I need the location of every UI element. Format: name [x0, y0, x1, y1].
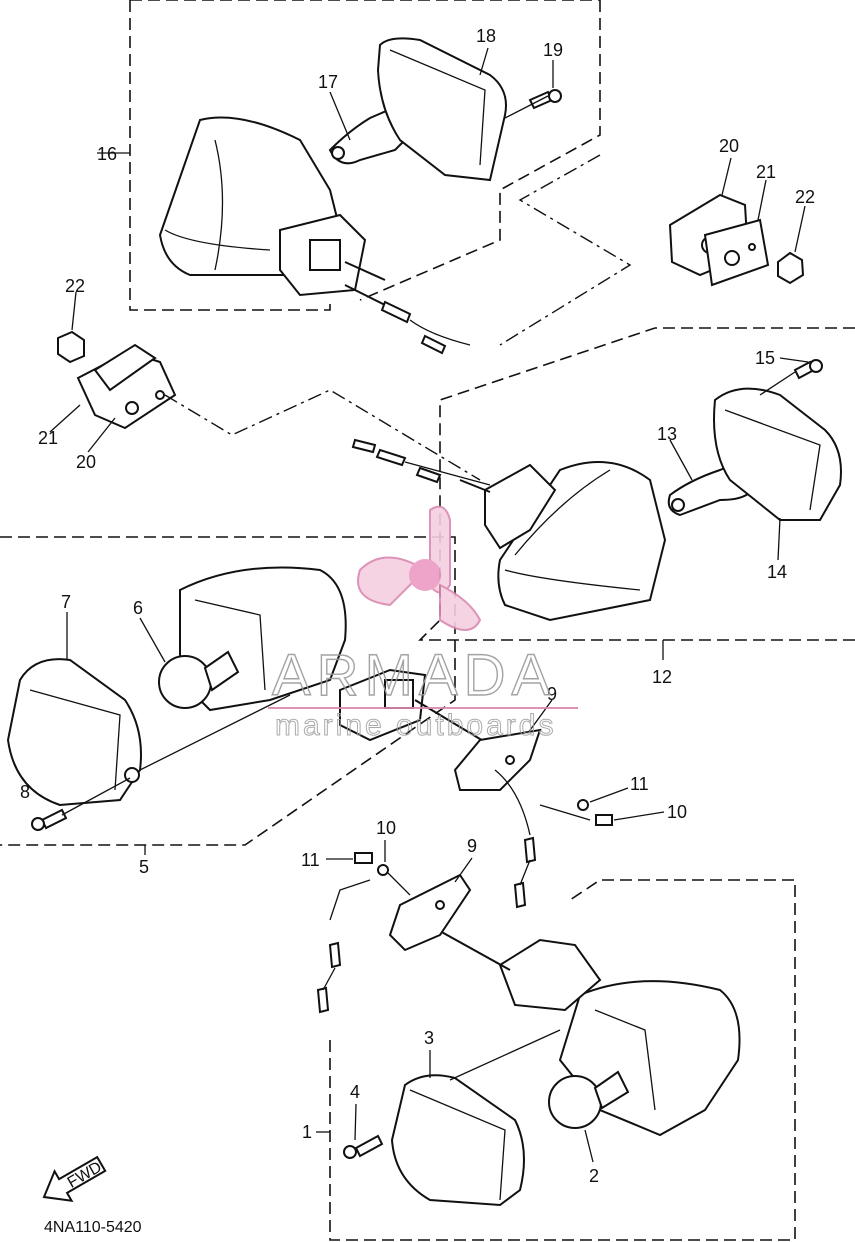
- callout-17: 17: [318, 72, 338, 92]
- callout-22-lower: 22: [65, 276, 85, 296]
- callout-14: 14: [767, 562, 787, 582]
- watermark: ARMADA marine outboards: [268, 505, 578, 743]
- watermark-logo-icon: [357, 505, 482, 631]
- callout-21-upper: 21: [756, 162, 776, 182]
- callout-20-lower: 20: [76, 452, 96, 472]
- callout-9-lower: 9: [467, 836, 477, 856]
- callout-9-upper: 9: [547, 684, 557, 704]
- callout-11-upper: 11: [630, 774, 649, 794]
- callout-7: 7: [61, 592, 71, 612]
- callout-11-lower: 10: [376, 818, 396, 838]
- callout-12: 12: [652, 667, 672, 687]
- callout-2: 2: [589, 1166, 599, 1186]
- callout-6: 6: [133, 598, 143, 618]
- callout-8: 8: [20, 782, 30, 802]
- assembly-16-group: [129, 0, 601, 355]
- callout-19: 19: [543, 40, 563, 60]
- callout-20-upper: 20: [719, 136, 739, 156]
- callout-10-lower: 11: [301, 850, 320, 870]
- assembly-5-group: [0, 536, 613, 909]
- watermark-tagline: marine outboards: [275, 709, 556, 742]
- callout-3: 3: [424, 1028, 434, 1048]
- mount-set-upper-right: [499, 154, 805, 346]
- callout-18: 18: [476, 26, 496, 46]
- callout-15: 15: [755, 348, 775, 368]
- diagram-code: 4NA110-5420: [44, 1219, 142, 1236]
- callout-21-lower: 21: [38, 428, 58, 448]
- callout-labels: 16 17 18 19 20 21 22 22 21 20 15 13 14 1…: [20, 26, 815, 1186]
- callout-4: 4: [350, 1082, 360, 1102]
- watermark-brand: ARMADA: [272, 643, 556, 708]
- callout-10-upper: 10: [667, 802, 687, 822]
- callout-16: 16: [97, 144, 117, 164]
- callout-1: 1: [302, 1122, 312, 1142]
- callout-13: 13: [657, 424, 677, 444]
- callout-5: 5: [139, 857, 149, 877]
- callout-22-upper: 22: [795, 187, 815, 207]
- forward-direction-arrow-icon: FWD: [42, 1155, 107, 1202]
- mount-set-upper-left: [57, 330, 481, 481]
- assembly-12-group: [351, 327, 855, 641]
- assembly-1-group: [316, 852, 796, 1241]
